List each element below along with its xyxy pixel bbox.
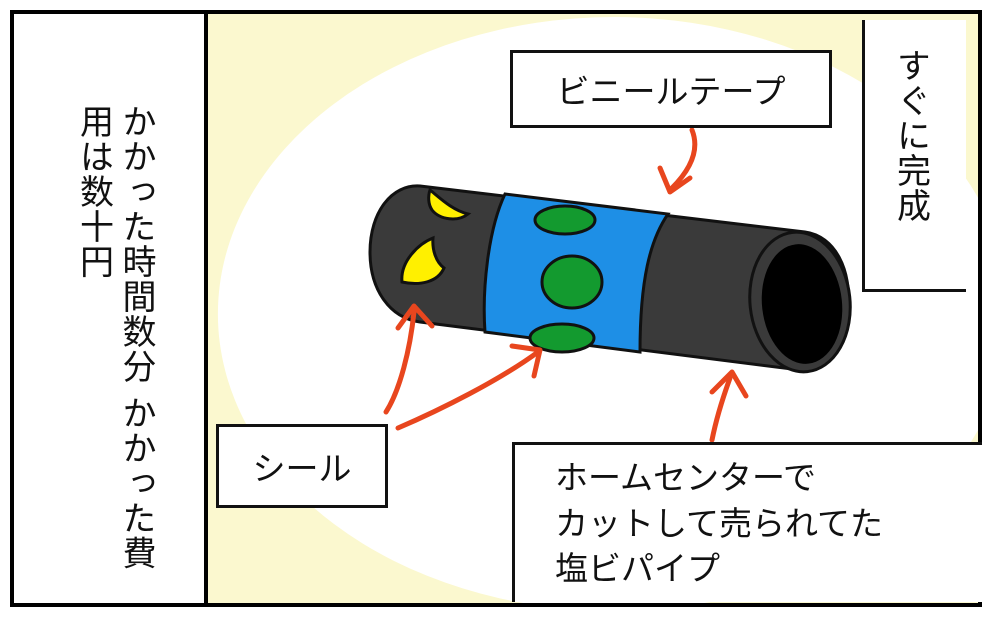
- panel-divider: [204, 14, 208, 603]
- label-seal: シール: [216, 424, 388, 508]
- label-vinyl-tape-text: ビニールテープ: [556, 72, 786, 111]
- label-done-text: すぐに完成: [890, 48, 931, 223]
- tape-dot: [533, 204, 597, 236]
- arrow-seal-1-head: [395, 303, 435, 331]
- pipe-opening: [761, 244, 843, 364]
- tape-dot: [540, 254, 604, 310]
- seal-sticker: [400, 235, 446, 285]
- arrow-seal-2-head: [509, 343, 543, 379]
- arrow-vinyl-head: [657, 165, 693, 195]
- arrow-vinyl: [669, 127, 698, 191]
- tape-dot: [528, 322, 596, 354]
- label-pvc-pipe: ホームセンターで カットして売られてた 塩ビパイプ: [512, 442, 982, 602]
- label-pipe-line2: カットして売られてた: [555, 503, 884, 543]
- seal-sticker: [427, 187, 472, 221]
- arrow-pipe: [709, 375, 733, 443]
- pipe-illustration: [368, 127, 852, 443]
- label-done: すぐに完成: [862, 20, 966, 292]
- label-pipe-line1: ホームセンターで: [555, 458, 817, 497]
- arrow-seal-1: [383, 309, 417, 415]
- arrow-pipe-head: [709, 369, 749, 399]
- label-vinyl-tape: ビニールテープ: [510, 50, 832, 128]
- label-pipe-line3: 塩ビパイプ: [555, 549, 720, 589]
- side-note-text: かかった時間数分 かかった費用は数十円: [73, 104, 157, 571]
- arrow-seal-2: [395, 349, 541, 431]
- label-seal-text: シール: [252, 449, 352, 488]
